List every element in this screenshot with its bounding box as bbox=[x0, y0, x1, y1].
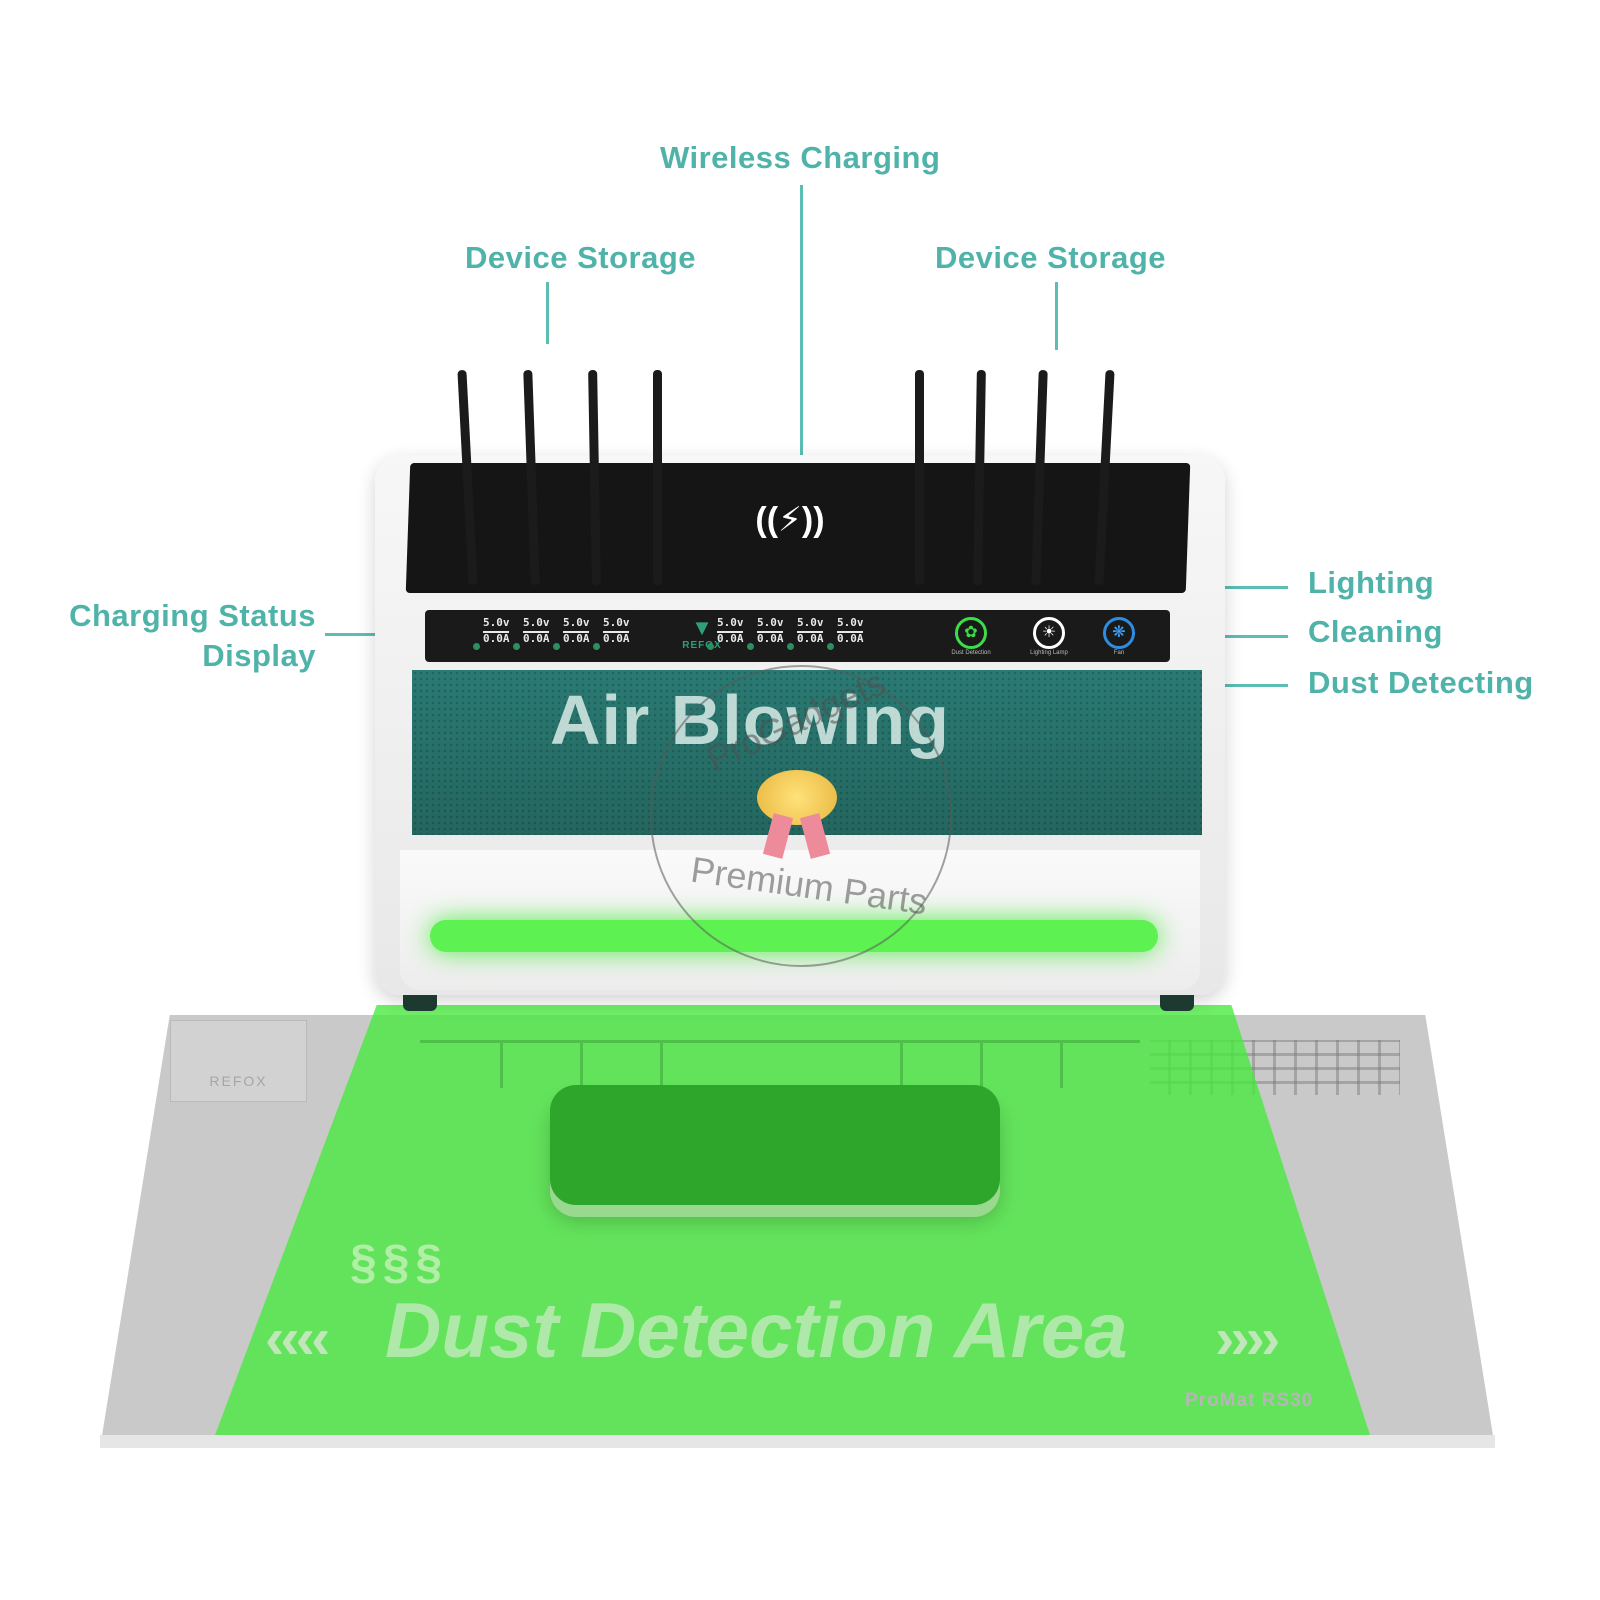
port-current: 0.0A bbox=[757, 632, 784, 645]
compartment-divider bbox=[580, 1043, 583, 1088]
port-voltage: 5.0v bbox=[797, 617, 824, 633]
lighting-button[interactable]: ☀ bbox=[1033, 617, 1065, 649]
port-led bbox=[473, 643, 480, 650]
port-voltage: 5.0v bbox=[717, 617, 744, 633]
callout-device-storage-left: Device Storage bbox=[465, 240, 696, 275]
compartment-divider bbox=[660, 1043, 663, 1088]
refox-logo: ▼ REFOX bbox=[677, 616, 727, 658]
port-voltage: 5.0v bbox=[483, 617, 510, 633]
port-led bbox=[553, 643, 560, 650]
port-voltage: 5.0v bbox=[563, 617, 590, 633]
chevrons-right-icon: ›››› bbox=[1215, 1306, 1280, 1371]
compartment-divider bbox=[500, 1043, 503, 1088]
compartment-divider bbox=[1060, 1043, 1063, 1088]
station-foot bbox=[403, 995, 437, 1011]
compartment-divider bbox=[900, 1043, 903, 1088]
callout-line-storage-right bbox=[1055, 282, 1058, 350]
mat-compartments bbox=[420, 1040, 1140, 1088]
port-current: 0.0A bbox=[837, 632, 864, 645]
callout-dust-detecting: Dust Detecting bbox=[1308, 665, 1534, 700]
port-current: 0.0A bbox=[523, 632, 550, 645]
watermark-seal bbox=[650, 665, 952, 967]
callout-charging-status-line2: Display bbox=[202, 638, 316, 673]
storage-divider bbox=[653, 370, 662, 585]
callout-charging-status: Charging Status Display bbox=[46, 596, 316, 676]
callout-device-storage-right: Device Storage bbox=[935, 240, 1166, 275]
port-current: 0.0A bbox=[717, 632, 744, 645]
port-current: 0.0A bbox=[483, 632, 510, 645]
compartment-divider bbox=[980, 1043, 983, 1088]
callout-lighting: Lighting bbox=[1308, 565, 1435, 600]
port-current: 0.0A bbox=[563, 632, 590, 645]
port-led bbox=[513, 643, 520, 650]
port-voltage: 5.0v bbox=[837, 617, 864, 633]
port-led bbox=[787, 643, 794, 650]
mat-logo: REFOX bbox=[170, 1020, 307, 1102]
fan-caption: Fan bbox=[1113, 650, 1125, 656]
port-current: 0.0A bbox=[603, 632, 630, 645]
callout-line-wireless bbox=[800, 185, 803, 505]
storage-divider bbox=[915, 370, 924, 585]
chevrons-left-icon: ‹‹‹‹ bbox=[265, 1306, 330, 1371]
port-led bbox=[593, 643, 600, 650]
port-led bbox=[747, 643, 754, 650]
callout-wireless-charging: Wireless Charging bbox=[660, 140, 941, 175]
port-current: 0.0A bbox=[797, 632, 824, 645]
green-light-beam bbox=[215, 1005, 1370, 1435]
callout-line-storage-left bbox=[546, 282, 549, 344]
port-voltage: 5.0v bbox=[757, 617, 784, 633]
wireless-charging-icon: ((⚡)) bbox=[755, 501, 825, 539]
port-voltage: 5.0v bbox=[603, 617, 630, 633]
refox-brand: REFOX bbox=[682, 640, 722, 651]
work-mat-edge bbox=[100, 1435, 1495, 1448]
dust-detection-caption: Dust Detection bbox=[951, 650, 991, 656]
port-led bbox=[827, 643, 834, 650]
heat-icon: §§§ bbox=[350, 1236, 449, 1289]
phone-on-mat bbox=[550, 1085, 1000, 1205]
callout-charging-status-line1: Charging Status bbox=[69, 598, 316, 633]
station-foot bbox=[1160, 995, 1194, 1011]
dust-detection-button[interactable]: ✿ bbox=[955, 617, 987, 649]
callout-cleaning: Cleaning bbox=[1308, 614, 1443, 649]
fan-button[interactable]: ❋ bbox=[1103, 617, 1135, 649]
mat-model-label: ProMat RS30 bbox=[1185, 1390, 1314, 1411]
dust-detection-area-label: Dust Detection Area bbox=[385, 1286, 1128, 1374]
port-voltage: 5.0v bbox=[523, 617, 550, 633]
fox-icon: ▼ bbox=[691, 615, 713, 640]
port-led bbox=[707, 643, 714, 650]
lighting-caption: Lighting Lamp bbox=[1030, 650, 1068, 656]
